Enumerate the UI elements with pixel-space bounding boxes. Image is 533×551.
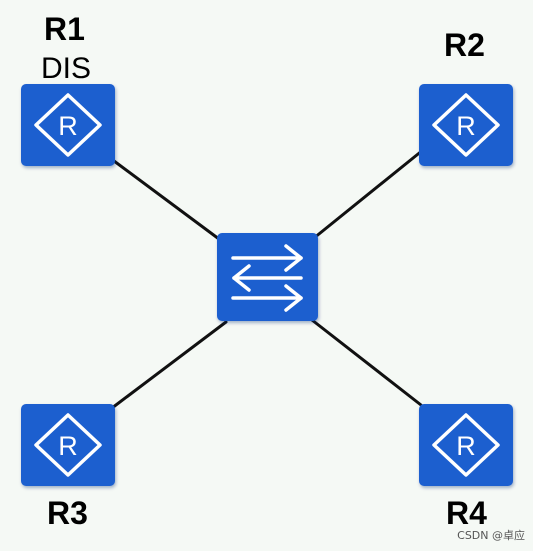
link-r3-switch xyxy=(110,320,228,410)
switch-icon xyxy=(231,244,303,312)
switch[interactable] xyxy=(217,233,318,321)
router-icon: R xyxy=(432,93,500,157)
router-r1[interactable]: R xyxy=(21,84,115,166)
router-r2[interactable]: R xyxy=(419,84,513,166)
router-r1-role-label: DIS xyxy=(41,52,92,85)
link-r1-switch xyxy=(108,156,225,244)
svg-text:R: R xyxy=(456,111,476,141)
router-r1-label: R1 xyxy=(44,11,85,47)
link-r4-switch xyxy=(310,318,423,407)
svg-text:R: R xyxy=(58,431,78,461)
svg-text:R: R xyxy=(456,431,476,461)
watermark: CSDN @卓应 xyxy=(457,529,525,542)
router-icon: R xyxy=(432,413,500,477)
router-r3-label: R3 xyxy=(47,495,88,531)
links xyxy=(108,148,425,410)
svg-text:R: R xyxy=(58,111,78,141)
router-r4[interactable]: R xyxy=(419,404,513,486)
router-icon: R xyxy=(34,413,102,477)
link-r2-switch xyxy=(312,148,425,240)
router-icon: R xyxy=(34,93,102,157)
router-r4-label: R4 xyxy=(446,495,487,531)
router-r3[interactable]: R xyxy=(21,404,115,486)
router-r2-label: R2 xyxy=(444,27,485,63)
